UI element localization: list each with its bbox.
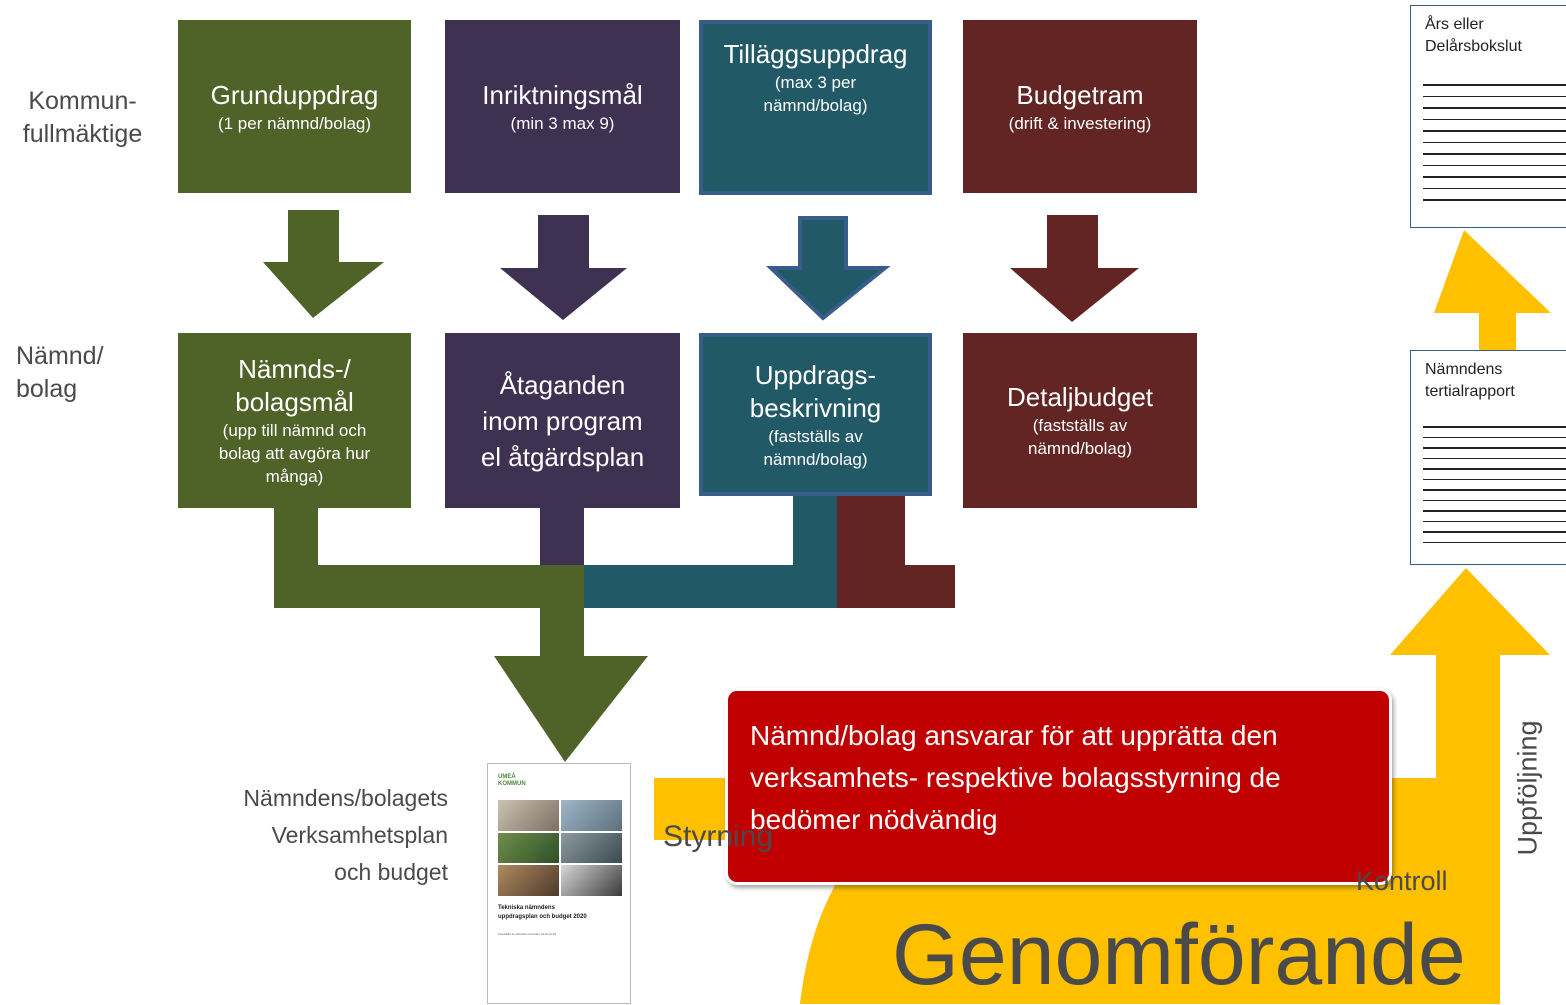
report-ruled-line: [1423, 141, 1566, 143]
box-namndsmal: Nämnds-/ bolagsmål (upp till nämnd och b…: [178, 333, 411, 508]
row-label-namnd-bolag: Nämnd/ bolag: [16, 342, 104, 403]
down-arrow-tillaggsuppdrag: [766, 216, 891, 321]
report-ruled-line: [1423, 199, 1566, 201]
report-title: Års eller Delårsbokslut: [1425, 16, 1522, 55]
box-title: Inriktningsmål: [482, 79, 643, 110]
flow-teal: [580, 565, 837, 608]
report-ruled-line: [1423, 130, 1566, 132]
flow-stem-teal: [793, 495, 837, 570]
arrow-to-plan: [494, 656, 648, 762]
flow-stem-purple: [540, 508, 584, 568]
report-ruled-line: [1423, 541, 1566, 543]
down-arrow-budgetram: [1010, 215, 1139, 322]
report-ruled-line: [1423, 153, 1566, 155]
report-ruled-line: [1423, 187, 1566, 189]
label-uppfoljning: Uppföljning: [1512, 720, 1543, 856]
report-ruled-line: [1423, 468, 1566, 470]
report-title: Nämndens tertialrapport: [1425, 361, 1515, 400]
report-ruled-line: [1423, 176, 1566, 178]
box-inriktningsmal: Inriktningsmål (min 3 max 9): [445, 20, 680, 193]
box-title: Åtaganden inom program el åtgärdsplan: [480, 369, 645, 472]
report-ruled-line: [1423, 520, 1566, 522]
report-ruled-line: [1423, 107, 1566, 109]
cover-photo-collage: [498, 800, 622, 896]
box-budgetram: Budgetram (drift & investering): [963, 20, 1197, 193]
down-arrow-grunduppdrag: [263, 210, 384, 318]
label-genomforande: Genomförande: [892, 907, 1466, 1003]
row-label-kommunfullmaktige: Kommun- fullmäktige: [22, 87, 143, 148]
report-ruled-line: [1423, 118, 1566, 120]
box-title: Nämnds-/ bolagsmål: [235, 354, 354, 417]
box-title: Uppdrags- beskrivning: [749, 359, 882, 423]
report-ruled-line: [1423, 510, 1566, 512]
down-arrow-inriktningsmal: [500, 215, 627, 320]
box-subtitle: (fastställs av nämnd/bolag): [763, 426, 868, 469]
box-subtitle: (min 3 max 9): [510, 113, 615, 133]
report-ruled-line: [1423, 478, 1566, 480]
box-title: Detaljbudget: [1007, 382, 1153, 412]
cover-logo: UMEÅ KOMMUN: [498, 774, 526, 787]
report-arsbokslut: Års eller Delårsbokslut: [1410, 5, 1566, 228]
flow-green-down: [540, 600, 584, 660]
report-ruled-line: [1423, 426, 1566, 428]
box-uppdragsbeskrivning: Uppdrags- beskrivning (fastställs av näm…: [699, 333, 932, 496]
report-ruled-line: [1423, 436, 1566, 438]
report-ruled-line: [1423, 164, 1566, 166]
label-kontroll: Kontroll: [1356, 866, 1448, 896]
cover-title: Tekniska nämndens uppdragsplan och budge…: [498, 905, 587, 920]
box-title: Grunduppdrag: [210, 79, 379, 110]
box-subtitle: (drift & investering): [1008, 113, 1152, 133]
box-subtitle: (upp till nämnd och bolag att avgöra hur…: [218, 421, 371, 486]
report-ruled-line: [1423, 531, 1566, 533]
label-styrning: Styrning: [663, 820, 774, 853]
flow-maroon: [835, 565, 955, 608]
box-grunduppdrag: Grunduppdrag (1 per nämnd/bolag): [178, 20, 411, 193]
responsibility-callout: Nämnd/bolag ansvarar för att upprätta de…: [725, 688, 1392, 885]
box-title: Tilläggsuppdrag: [723, 39, 908, 69]
box-subtitle: (fastställs av nämnd/bolag): [1028, 416, 1132, 458]
report-ruled-line: [1423, 447, 1566, 449]
box-tillaggsuppdrag: Tilläggsuppdrag (max 3 per nämnd/bolag): [699, 20, 932, 195]
box-subtitle: (1 per nämnd/bolag): [217, 113, 372, 133]
report-tertialrapport: Nämndens tertialrapport: [1410, 350, 1566, 565]
plan-document-cover: UMEÅ KOMMUN Tekniska nämndens uppdragspl…: [487, 763, 631, 1004]
flow-stem-green: [274, 505, 318, 575]
cover-footnote: Fastställd av tekniska nämnden 2019-12-1…: [498, 932, 557, 936]
report-ruled-line: [1423, 84, 1566, 86]
plan-label: Nämndens/bolagets Verksamhetsplan och bu…: [243, 785, 448, 885]
box-ataganden: Åtaganden inom program el åtgärdsplan: [445, 333, 680, 508]
report-ruled-line: [1423, 499, 1566, 501]
box-title: Budgetram: [1016, 79, 1144, 110]
flow-green: [274, 565, 584, 608]
report-ruled-line: [1423, 457, 1566, 459]
box-subtitle: (max 3 per nämnd/bolag): [763, 73, 868, 115]
report-ruled-line: [1423, 489, 1566, 491]
report-ruled-line: [1423, 95, 1566, 97]
box-detaljbudget: Detaljbudget (fastställs av nämnd/bolag): [963, 333, 1197, 508]
yellow-arrow-up: [1434, 230, 1551, 355]
